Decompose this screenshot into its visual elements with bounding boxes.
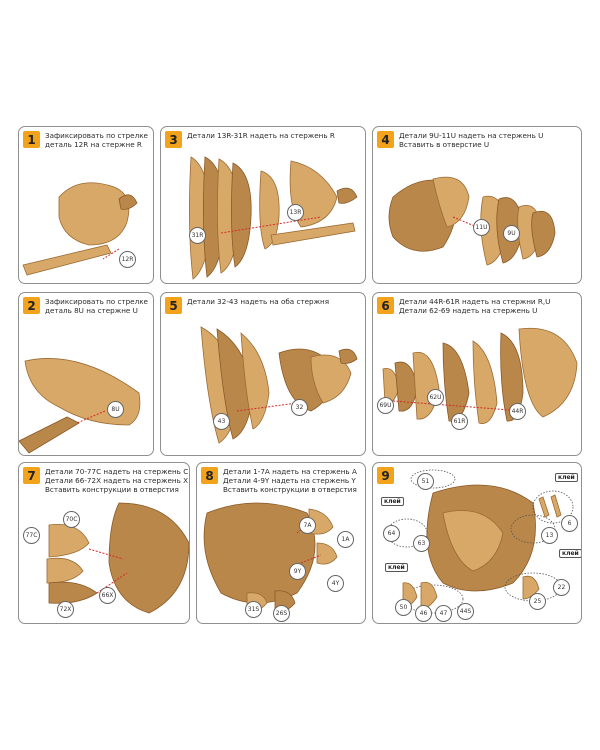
step-illustration: [200, 326, 358, 444]
glue-label: клей: [559, 549, 581, 558]
part-tag: 26S: [273, 605, 290, 622]
part-tag: 13: [541, 527, 558, 544]
step-panel-3: 3 Детали 13R-31R надеть на стержень R 31…: [160, 126, 366, 284]
step-number: 9: [377, 467, 394, 484]
step-number: 2: [23, 297, 40, 314]
part-tag: 72X: [57, 601, 74, 618]
part-tag: 50: [395, 599, 412, 616]
step-number: 5: [165, 297, 182, 314]
step-panel-1: 1 Зафиксировать по стрелке деталь 12R на…: [18, 126, 154, 284]
step-number: 3: [165, 131, 182, 148]
part-tag: 44S: [457, 603, 474, 620]
part-tag: 43: [213, 413, 230, 430]
part-tag: 7A: [299, 517, 316, 534]
part-tag: 46: [415, 605, 432, 622]
step-illustration: [382, 327, 578, 424]
glue-label: клей: [381, 497, 404, 506]
step-caption: Детали 1-7A надеть на стержень A Детали …: [223, 467, 357, 494]
step-panel-7: 7 Детали 70-77C надеть на стержень C Дет…: [18, 462, 190, 624]
step-caption: Детали 70-77C надеть на стержень C Детал…: [45, 467, 189, 494]
step-number: 7: [23, 467, 40, 484]
step-illustration: [46, 502, 189, 614]
part-tag: 61R: [451, 413, 468, 430]
step-panel-8: 8 Детали 1-7A надеть на стержень A Детал…: [196, 462, 366, 624]
step-illustration: [386, 469, 574, 614]
step-panel-9: 9 клей клей клей клей 51 6 64 63 13 50 4…: [372, 462, 582, 624]
step-panel-6: 6 Детали 44R-61R надеть на стержни R,U Д…: [372, 292, 582, 456]
part-tag: 22: [553, 579, 570, 596]
step-caption: Зафиксировать по стрелке деталь 8U на ст…: [45, 297, 148, 315]
part-tag: 8U: [107, 401, 124, 418]
step-illustration: [189, 156, 358, 280]
step-panel-5: 5 Детали 32-43 надеть на оба стержня 43 …: [160, 292, 366, 456]
glue-label: клей: [555, 473, 578, 482]
step-caption: Детали 32-43 надеть на оба стержня: [187, 297, 330, 306]
step-illustration: [19, 358, 141, 454]
part-tag: 63: [413, 535, 430, 552]
part-tag: 9Y: [289, 563, 306, 580]
step-number: 4: [377, 131, 394, 148]
step-caption: Детали 13R-31R надеть на стержень R: [187, 131, 335, 140]
step-number: 6: [377, 297, 394, 314]
part-tag: 31R: [189, 227, 206, 244]
part-tag: 69U: [377, 397, 394, 414]
step-illustration: [22, 182, 138, 276]
part-tag: 66X: [99, 587, 116, 604]
step-illustration: [388, 176, 556, 266]
part-tag: 62U: [427, 389, 444, 406]
glue-label: клей: [385, 563, 408, 572]
step-number: 8: [201, 467, 218, 484]
part-tag: 6: [561, 515, 578, 532]
step-panel-4: 4 Детали 9U-11U надеть на стержень U Вст…: [372, 126, 582, 284]
step-caption: Детали 44R-61R надеть на стержни R,U Дет…: [399, 297, 551, 315]
part-tag: 51: [417, 473, 434, 490]
step-number: 1: [23, 131, 40, 148]
part-tag: 47: [435, 605, 452, 622]
part-tag: 31S: [245, 601, 262, 618]
step-caption: Детали 9U-11U надеть на стержень U Встав…: [399, 131, 544, 149]
part-tag: 1A: [337, 531, 354, 548]
step-caption: Зафиксировать по стрелке деталь 12R на с…: [45, 131, 148, 149]
part-tag: 9U: [503, 225, 520, 242]
part-tag: 4Y: [327, 575, 344, 592]
part-tag: 25: [529, 593, 546, 610]
part-tag: 12R: [119, 251, 136, 268]
part-tag: 77C: [23, 527, 40, 544]
part-tag: 32: [291, 399, 308, 416]
part-tag: 44R: [509, 403, 526, 420]
part-tag: 70C: [63, 511, 80, 528]
part-tag: 13R: [287, 204, 304, 221]
part-tag: 11U: [473, 219, 490, 236]
part-tag: 64: [383, 525, 400, 542]
step-panel-2: 2 Зафиксировать по стрелке деталь 8U на …: [18, 292, 154, 456]
